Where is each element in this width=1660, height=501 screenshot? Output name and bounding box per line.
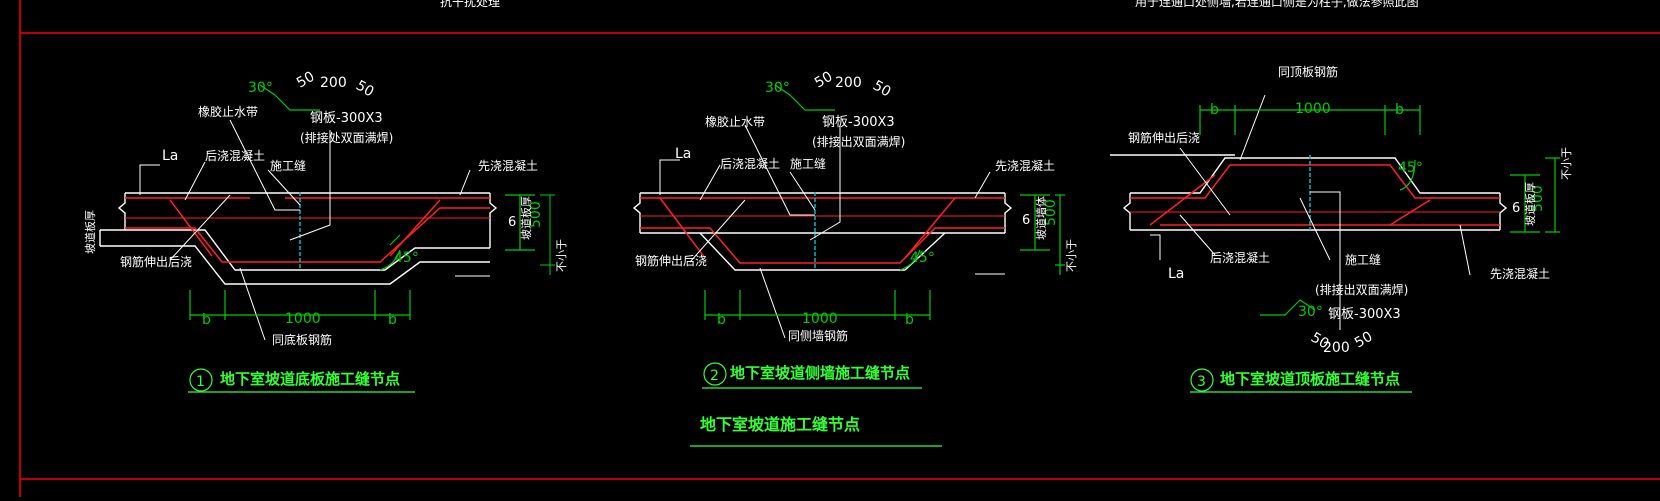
detail-2-steel-plate: 钢板-300X3 bbox=[822, 115, 895, 130]
detail-1-rebar-out: 钢筋伸出后浇 bbox=[120, 254, 192, 269]
detail-2-title[interactable]: 地下室坡道侧墙施工缝节点 bbox=[730, 364, 910, 382]
detail-2-concrete-outline bbox=[632, 192, 1013, 271]
detail-2-post-pour: 后浇混凝土 bbox=[720, 156, 780, 171]
detail-1-dimensions bbox=[189, 84, 535, 320]
detail-2-waterstop-label: 橡胶止水带 bbox=[705, 114, 765, 129]
detail-1-dim-200: 200 bbox=[320, 75, 347, 91]
detail-3-rebar-label: 同顶板钢筋 bbox=[1278, 64, 1338, 79]
detail-3-la: La bbox=[1168, 266, 1184, 282]
detail-1-dim-1000: 1000 bbox=[285, 311, 321, 327]
detail-2-dim-50a: 50 bbox=[812, 69, 835, 92]
detail-2-min-len: 不小于 bbox=[1065, 239, 1078, 272]
main-title[interactable]: 地下室坡道施工缝节点 bbox=[700, 415, 860, 434]
detail-3-leaders bbox=[1150, 94, 1471, 330]
detail-3-ramp-thick: 坡道板厚 bbox=[1523, 182, 1537, 226]
detail-3-b-right: b bbox=[1395, 102, 1404, 118]
detail-3-number: 3 bbox=[1197, 374, 1206, 390]
detail-1-dim-50b: 50 bbox=[353, 78, 376, 101]
detail-3-angle-45: 45° bbox=[1398, 160, 1423, 176]
detail-3-rebar-out: 钢筋伸出后浇 bbox=[1128, 130, 1200, 145]
detail-1-number-circle bbox=[189, 368, 213, 392]
detail-1-la: La bbox=[162, 148, 178, 164]
detail-1-steel-plate: 钢板-300X3 bbox=[310, 111, 383, 126]
detail-2-dim-500: 500 bbox=[1043, 199, 1059, 226]
detail-2-dim-50b: 50 bbox=[870, 78, 893, 101]
detail-1-min-len: 不小于 bbox=[555, 239, 568, 272]
detail-2-dimensions bbox=[704, 84, 1065, 320]
detail-2-side-wall: 30° 50 200 50 钢板-300X3 (排接出双面满焊) 橡胶止水带 L… bbox=[632, 69, 1078, 389]
detail-2-dim-1000: 1000 bbox=[802, 311, 838, 327]
detail-1-right-lead bbox=[540, 194, 555, 275]
detail-3-b-left: b bbox=[1210, 102, 1219, 118]
header-note-right: 用于连通口处侧墙,若连通口侧是为柱子,做法参照此图 bbox=[1135, 0, 1419, 9]
detail-2-angle-45: 45° bbox=[910, 250, 935, 266]
detail-3-pre-pour: 先浇混凝土 bbox=[1490, 266, 1550, 281]
detail-3-dim-50a: 50 bbox=[1308, 330, 1331, 353]
detail-3-title[interactable]: 地下室坡道顶板施工缝节点 bbox=[1220, 370, 1400, 388]
header-note-left: 抗干扰处理 bbox=[440, 0, 500, 9]
detail-2-weld-note: (排接出双面满焊) bbox=[812, 134, 905, 149]
detail-1-dim-500: 500 bbox=[528, 201, 544, 228]
detail-1-ramp-thick-r: 坡道板厚 bbox=[519, 196, 533, 240]
detail-1-joint: 施工缝 bbox=[270, 158, 306, 173]
detail-2-la: La bbox=[675, 146, 691, 162]
detail-3-var: 6 bbox=[1512, 201, 1520, 216]
detail-3-joint: 施工缝 bbox=[1345, 252, 1381, 267]
detail-2-number: 2 bbox=[710, 368, 719, 384]
detail-3-top-slab: 同顶板钢筋 b 1000 b 钢筋伸出后浇 45° 6 500 坡道板厚 不小于… bbox=[1110, 64, 1573, 393]
detail-2-joint: 施工缝 bbox=[790, 156, 826, 171]
detail-3-dim-1000: 1000 bbox=[1295, 101, 1331, 117]
detail-1-number: 1 bbox=[196, 374, 205, 390]
detail-1-concrete-outline bbox=[99, 192, 498, 285]
detail-3-angle-30: 30° bbox=[1298, 304, 1323, 320]
detail-1-rebar bbox=[125, 197, 490, 263]
detail-3-dimensions bbox=[1199, 105, 1560, 316]
detail-1-b-left: b bbox=[202, 312, 211, 328]
detail-1-post-pour: 后浇混凝土 bbox=[205, 148, 265, 163]
detail-2-b-right: b bbox=[905, 312, 914, 328]
detail-1-weld-note: (排接处双面满焊) bbox=[300, 130, 393, 145]
detail-2-var: 6 bbox=[1022, 213, 1030, 228]
detail-1-angle-30: 30° bbox=[248, 80, 273, 96]
detail-3-dim-500: 500 bbox=[1530, 185, 1546, 212]
detail-2-number-circle bbox=[703, 362, 727, 386]
detail-2-ramp-wall: 坡道墙体 bbox=[1034, 196, 1048, 240]
detail-1-angle-45: 45° bbox=[394, 250, 419, 266]
detail-3-concrete-outline bbox=[1110, 154, 1508, 231]
detail-1-leaders bbox=[139, 119, 490, 341]
detail-2-leaders bbox=[659, 124, 1005, 339]
detail-3-weld-note: (排接出双面满焊) bbox=[1315, 282, 1408, 297]
detail-1-ramp-thickness: 坡道板厚 bbox=[83, 210, 97, 254]
detail-2-rebar-out: 钢筋伸出后浇 bbox=[635, 253, 707, 268]
detail-1-title[interactable]: 地下室坡道底板施工缝节点 bbox=[220, 370, 400, 388]
detail-3-rebar bbox=[1130, 164, 1500, 226]
detail-2-rebar-label: 同侧墙钢筋 bbox=[788, 328, 848, 343]
detail-1-var: 6 bbox=[508, 215, 516, 230]
detail-1-waterstop-label: 橡胶止水带 bbox=[198, 104, 258, 119]
detail-3-number-circle bbox=[1190, 368, 1214, 392]
detail-2-b-left: b bbox=[717, 312, 726, 328]
detail-1-bottom-slab: 30° 50 200 50 钢板-300X3 (排接处双面满焊) 橡胶止水带 L… bbox=[83, 69, 568, 393]
detail-3-steel-plate: 钢板-300X3 bbox=[1328, 307, 1401, 322]
detail-2-pre-pour: 先浇混凝土 bbox=[995, 158, 1055, 173]
detail-1-dim-50a: 50 bbox=[294, 69, 317, 92]
detail-3-min-len: 不小于 bbox=[1560, 147, 1573, 180]
detail-1-rebar-label: 同底板钢筋 bbox=[272, 332, 332, 347]
detail-3-dim-50b: 50 bbox=[1352, 329, 1375, 352]
detail-1-b-right: b bbox=[388, 312, 397, 328]
detail-2-angle-30: 30° bbox=[765, 80, 790, 96]
detail-3-dim-200: 200 bbox=[1323, 340, 1350, 356]
detail-3-post-pour: 后浇混凝土 bbox=[1210, 250, 1270, 265]
detail-2-dim-200: 200 bbox=[835, 75, 862, 91]
drawing-frame bbox=[19, 0, 1660, 497]
detail-1-pre-pour: 先浇混凝土 bbox=[478, 158, 538, 173]
